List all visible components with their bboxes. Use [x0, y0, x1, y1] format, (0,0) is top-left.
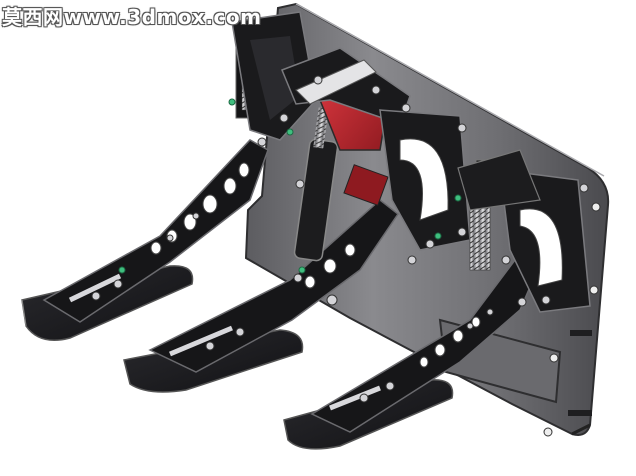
bolt-heads: [91, 75, 589, 403]
watermark-text: 莫西网www.3dmox.com: [2, 5, 262, 29]
right-pedal: [283, 149, 591, 450]
green-fasteners: [118, 98, 462, 274]
rear-shafts: [568, 202, 601, 416]
center-pedal: [123, 47, 471, 393]
left-pedal: [21, 11, 317, 341]
